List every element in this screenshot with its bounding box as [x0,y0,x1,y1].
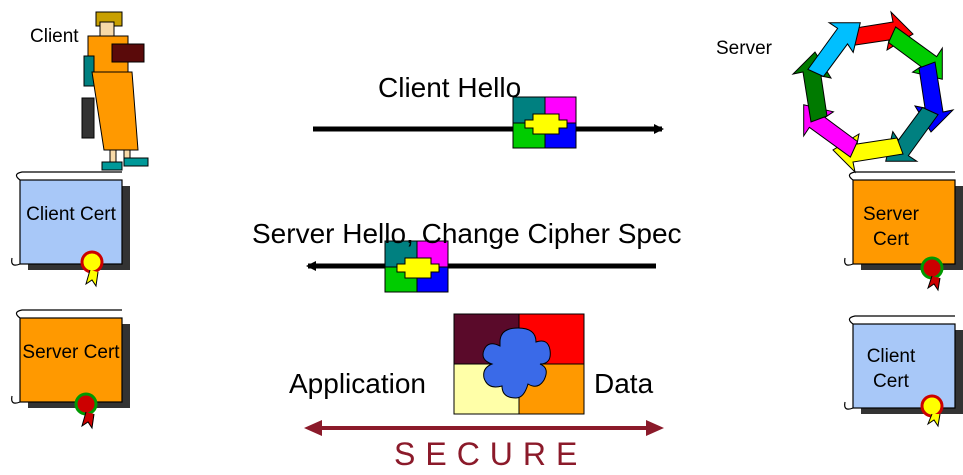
secure-label: SECURE [394,436,588,472]
client-cert-scroll-left [11,171,130,288]
client-cert-label-right: Client Cert [866,346,916,392]
server-cert-label-left: Server Cert [22,342,120,363]
data-label: Data [594,368,654,399]
client-person-icon [81,11,149,171]
server-label: Server [716,38,772,59]
application-data-puzzle-icon [453,313,585,415]
client-hello-label: Client Hello [378,72,522,103]
server-hello-puzzle-icon [384,240,449,293]
application-label: Application [289,368,426,399]
client-hello-puzzle-icon [512,96,577,149]
server-cycle-icon [791,10,955,174]
server-cert-scroll-left [11,309,130,430]
secure-double-arrow [304,420,664,436]
client-label: Client [30,26,79,47]
server-cert-label-right: Server Cert [863,204,919,250]
server-hello-label: Server Hello, Change Cipher Spec [252,218,682,249]
client-cert-scroll-right [844,315,963,428]
server-cert-scroll-right [844,171,963,292]
client-cert-label-left: Client Cert [26,204,116,225]
